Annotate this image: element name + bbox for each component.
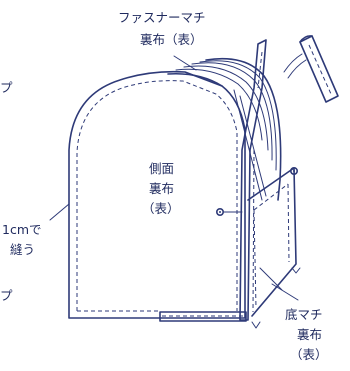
gusset-strap [239, 39, 267, 321]
bottom-gusset-label-line-3: （表） [290, 347, 328, 362]
bottom-gusset-label-line-1: 底マチ [285, 307, 323, 322]
gusset-lining-label: 裏布（表） [140, 32, 203, 47]
leader-lines [49, 55, 299, 301]
seam-allowance-label-line-1: 1cmで [2, 222, 42, 237]
bottom-seam-strip [159, 311, 247, 322]
zipper-gusset-band [167, 57, 282, 201]
marker-circles [216, 167, 301, 329]
bottom-gusset-label-line-2: 裏布 [297, 327, 322, 342]
side-label-line-2: 裏布 [149, 181, 174, 196]
cropped-edge-label-bottom: プ [0, 288, 13, 303]
gusset-name-label: ファスナーマチ [118, 10, 206, 25]
zipper-end-strip [283, 35, 339, 103]
seam-allowance-label-line-2: 縫う [10, 242, 35, 257]
side-label-line-1: 側面 [149, 161, 174, 176]
cropped-edge-label-top: プ [0, 80, 13, 95]
bottom-gusset-lining [247, 167, 297, 317]
side-label-line-3: （表） [142, 201, 180, 216]
